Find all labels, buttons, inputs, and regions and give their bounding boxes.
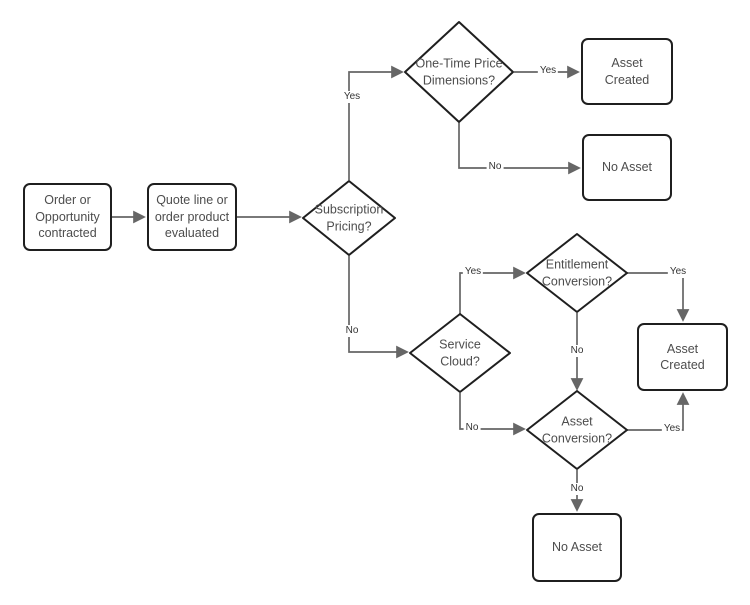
edge-label-assetconversion-no: No xyxy=(568,483,586,495)
decision-shape-subscription-pricing xyxy=(302,180,396,256)
connector-subscription-no xyxy=(348,256,409,359)
edge-label-servicecloud-no: No xyxy=(463,422,481,434)
node-asset-created-top: Asset Created xyxy=(581,38,673,105)
connector-entitlement-yes xyxy=(627,272,690,322)
node-order-contracted: Order or Opportunity contracted xyxy=(23,183,112,251)
edge-label-entitlement-no: No xyxy=(568,345,586,357)
edge-label-onetime-yes: Yes xyxy=(537,65,559,77)
decision-shape-entitlement-conversion xyxy=(526,233,628,313)
decision-shape-asset-conversion xyxy=(526,390,628,470)
node-no-asset-bottom: No Asset xyxy=(532,513,622,582)
edge-label-entitlement-yes: Yes xyxy=(667,266,689,278)
node-no-asset-top: No Asset xyxy=(582,134,672,201)
node-asset-created-right: Asset Created xyxy=(637,323,728,391)
decision-shape-one-time-price-dimensions xyxy=(404,21,514,123)
connector-servicecloud-no xyxy=(459,393,526,436)
connector-subscription-yes xyxy=(348,65,404,180)
edge-label-onetime-no: No xyxy=(486,161,504,173)
decision-shape-service-cloud xyxy=(409,313,511,393)
edge-label-subscription-yes: Yes xyxy=(341,91,363,103)
connector-servicecloud-yes xyxy=(459,266,526,314)
node-quote-line-evaluated: Quote line or order product evaluated xyxy=(147,183,237,251)
connector-assetconversion-yes xyxy=(627,392,690,431)
edge-label-subscription-no: No xyxy=(343,325,361,337)
edge-label-assetconversion-yes: Yes xyxy=(661,423,683,435)
edge-label-servicecloud-yes: Yes xyxy=(462,266,484,278)
connector-onetime-no xyxy=(458,123,581,175)
